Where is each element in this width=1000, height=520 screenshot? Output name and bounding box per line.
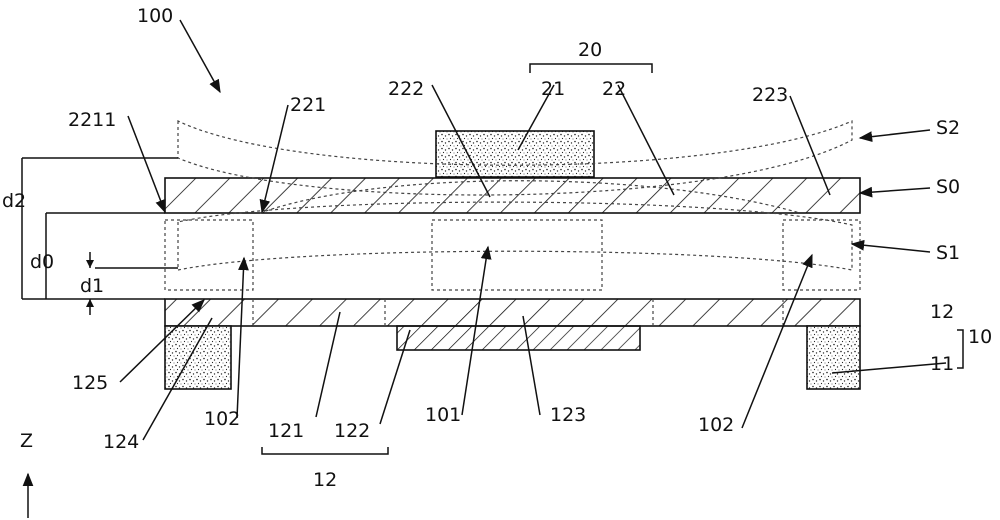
label-part-2211: 2211 [68,109,116,131]
label-dim-d1: d1 [80,275,104,297]
label-part-123: 123 [550,404,586,426]
deformed-shape-s1 [177,201,853,271]
label-part-222: 222 [388,78,424,100]
substrate-layer-12 [164,298,861,327]
electrode-block-21 [435,130,595,178]
label-state-s1: S1 [936,242,960,264]
label-part-223: 223 [752,84,788,106]
label-layer-12: 12 [930,301,954,323]
label-axis-z: Z [20,430,33,452]
label-part-21: 21 [541,78,565,100]
label-assembly: 100 [137,5,173,27]
label-part-11: 11 [930,353,954,375]
label-state-s0: S0 [936,176,960,198]
cavity-102-left [164,219,254,291]
label-part-221: 221 [290,94,326,116]
label-part-10: 10 [968,326,992,348]
label-part-102-right: 102 [698,414,734,436]
diaphragm-layer-22 [164,177,861,214]
label-part-102-left: 102 [204,408,240,430]
deformed-shape-s0-inner [259,180,801,214]
lower-electrode-122 [396,325,641,351]
deformed-shape-s2 [177,120,853,196]
label-group-20: 20 [578,39,602,61]
cavity-101 [431,219,603,291]
label-part-121: 121 [268,420,304,442]
support-post-right [806,325,861,390]
label-dim-d2: d2 [2,190,26,212]
label-part-125: 125 [72,372,108,394]
label-part-101: 101 [425,404,461,426]
label-dim-d0: d0 [30,251,54,273]
label-part-124: 124 [103,431,139,453]
label-state-s2: S2 [936,117,960,139]
label-part-122: 122 [334,420,370,442]
cavity-102-right [782,219,861,291]
label-part-22: 22 [602,78,626,100]
label-group-12-bottom: 12 [313,469,337,491]
support-post-left [164,325,232,390]
